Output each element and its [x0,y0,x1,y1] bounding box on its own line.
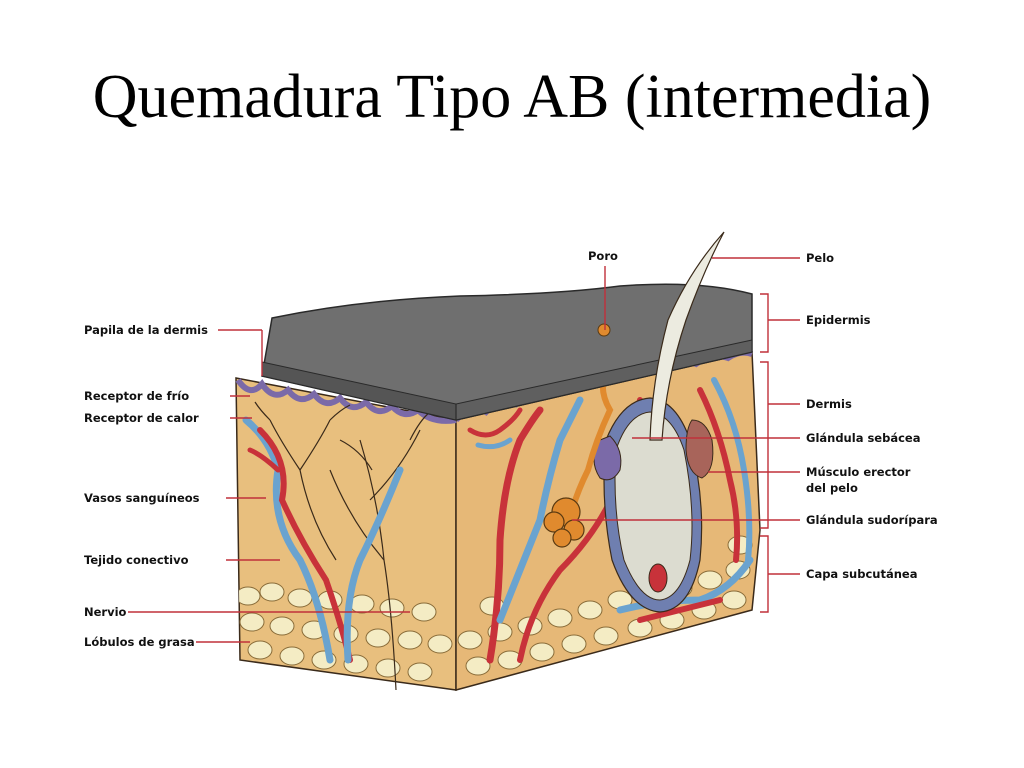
label-receptor-calor: Receptor de calor [84,411,199,425]
label-glandula-sudoripara: Glándula sudorípara [806,513,938,527]
skin-block [235,231,761,691]
sebaceous-gland [593,435,622,481]
bracket-epidermis [760,293,769,353]
blood-vessels-front [242,416,404,664]
label-capa-subcutanea: Capa subcutánea [806,567,917,581]
bracket-dermis [760,361,769,529]
dermal-papillae-front [235,378,457,424]
label-dermis: Dermis [806,397,852,411]
nerve-branches [254,401,431,691]
label-tejido: Tejido conectivo [84,553,189,567]
label-receptor-frio: Receptor de frío [84,389,189,403]
burned-epidermis-top [261,283,753,421]
pore-opening [597,323,611,337]
label-lobulos: Lóbulos de grasa [84,635,195,649]
leader-lines [128,257,800,643]
hair-shaft [649,231,725,441]
label-nervio: Nervio [84,605,127,619]
label-papila: Papila de la dermis [84,323,208,337]
label-vasos: Vasos sanguíneos [84,491,200,505]
label-pelo: Pelo [806,251,834,265]
label-epidermis: Epidermis [806,313,871,327]
label-glandula-sebacea: Glándula sebácea [806,431,920,445]
label-musculo-line2: del pelo [806,481,858,495]
bracket-subcutanea [760,535,769,613]
hair-follicle [603,397,703,613]
slide-title: Quemadura Tipo AB (intermedia) [92,63,932,131]
label-musculo-line1: Músculo erector [806,465,911,479]
label-poro: Poro [588,249,618,263]
blood-vessels-side [467,377,754,664]
